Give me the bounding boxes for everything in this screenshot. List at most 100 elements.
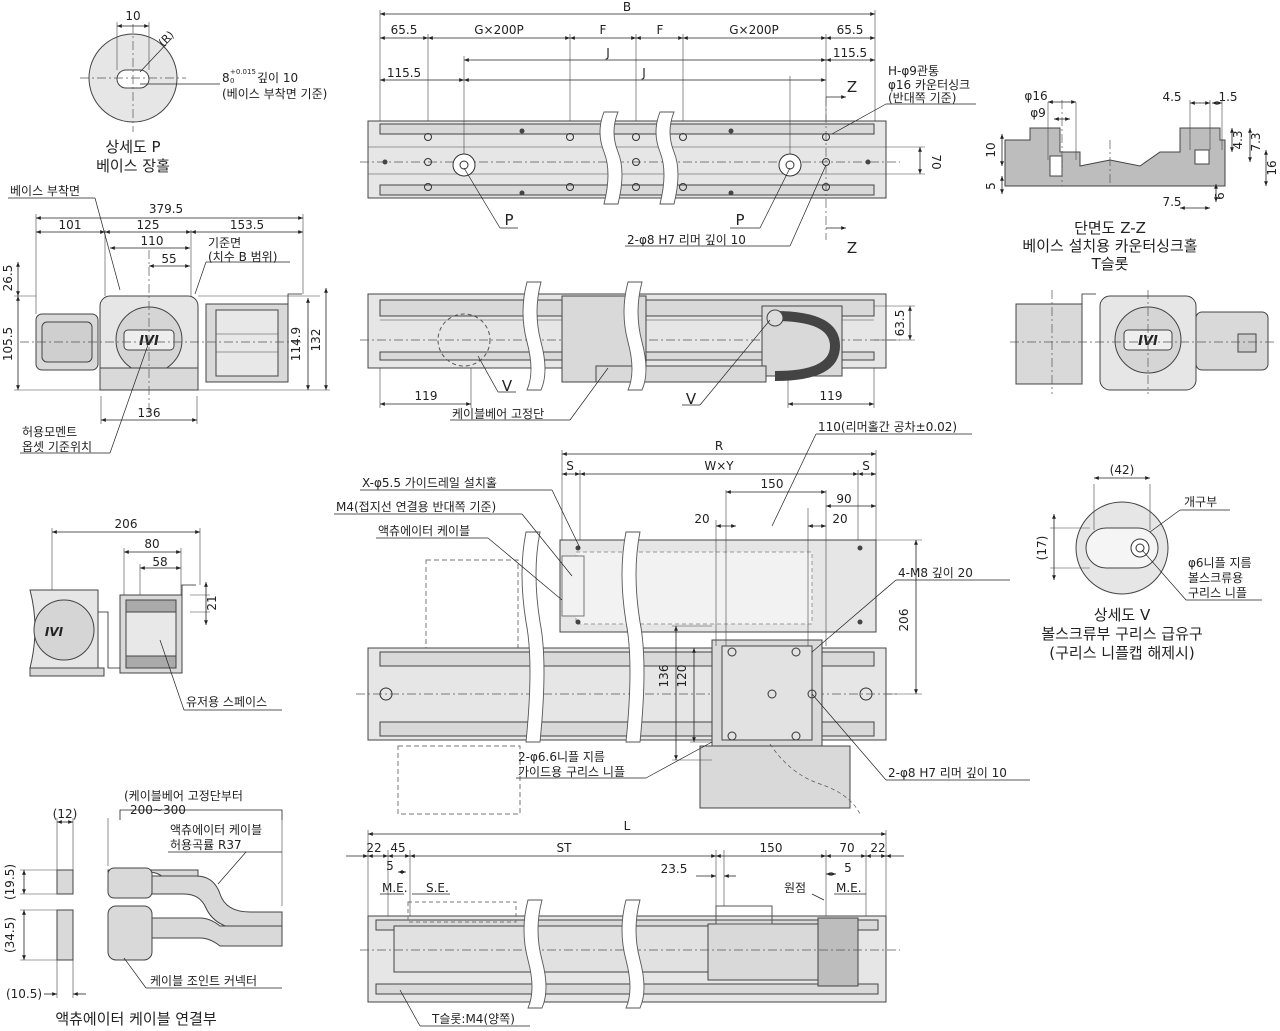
bottom-150: 150 <box>760 841 783 855</box>
front-ref-face-2: (치수 B 범위) <box>208 250 277 264</box>
bottom-me-left: M.E. <box>382 881 408 895</box>
mid-nipple-1: 2-φ6.6니플 지름 <box>518 750 605 764</box>
mid-plan-view: R S W×Y S 150 90 20 20 110(리머홀간 공차±0.02)… <box>334 420 1030 815</box>
side-w119-right: 119 <box>820 389 843 403</box>
top-dim-b: B <box>623 0 631 14</box>
cable-195: (19.5) <box>3 864 17 900</box>
cable-12: (12) <box>53 807 78 821</box>
top-dim-pitch-right: G×200P <box>729 23 779 37</box>
mid-206: 206 <box>897 609 911 632</box>
side-v-right: V <box>686 390 697 408</box>
top-dim-j-upper: J <box>605 46 610 60</box>
cable-from-fix-1: (케이블베어 고정단부터 <box>124 789 243 803</box>
detail-p-depth-prefix: 8 <box>222 71 230 85</box>
section-zz: φ16 φ9 4.5 1.5 10 5 4.3 7.3 16 6 7.5 단면도… <box>984 89 1279 273</box>
top-dim-edge-right: 115.5 <box>833 46 867 60</box>
front-w1535: 153.5 <box>230 218 264 232</box>
clear-21: 21 <box>205 595 219 610</box>
cable-345: (34.5) <box>3 917 17 953</box>
side-v-left: V <box>502 377 513 395</box>
mid-90: 90 <box>836 492 851 506</box>
cable-105: (10.5) <box>6 987 42 1001</box>
detail-p-title-2: 베이스 장홀 <box>96 157 170 175</box>
top-dim-pitch-left: G×200P <box>474 23 524 37</box>
zz-16: 16 <box>1265 160 1279 175</box>
front-w101: 101 <box>59 218 82 232</box>
bottom-origin: 원점 <box>784 881 806 895</box>
bottom-45: 45 <box>390 841 405 855</box>
cable-allow-2: 허용곡률 R37 <box>170 838 242 852</box>
v-42: (42) <box>1110 463 1135 477</box>
bottom-se: S.E. <box>426 881 449 895</box>
clear-80: 80 <box>144 537 159 551</box>
mid-wxy: W×Y <box>704 459 734 473</box>
front-w110: 110 <box>141 234 164 248</box>
hole-note-2: φ16 카운터싱크 <box>888 78 970 92</box>
top-dim-f1: F <box>600 23 607 37</box>
detail-p-ref-right: P <box>735 211 744 229</box>
zz-4-3: 4.3 <box>1231 130 1245 149</box>
side-h635: 63.5 <box>893 310 907 337</box>
front-moment-1: 허용모멘트 <box>22 425 77 439</box>
v-title-2: 볼스크류부 구리스 급유구 <box>1041 625 1202 643</box>
v-title-3: (구리스 니플캡 해제시) <box>1049 644 1194 662</box>
bottom-l: L <box>624 819 631 833</box>
front-w55: 55 <box>161 252 176 266</box>
clearance-logo: IVI <box>45 625 64 639</box>
mid-m4-note: M4(접지선 연결용 반대쪽 기준) <box>336 500 496 514</box>
detail-v: (42) (17) 개구부 φ6니플 지름 볼스크류용 구리스 니플 상세도 V… <box>1035 463 1262 662</box>
mid-r: R <box>715 439 723 453</box>
zz-title-3: T슬롯 <box>1091 255 1129 273</box>
mid-20-left: 20 <box>694 512 709 526</box>
zz-phi9: φ9 <box>1030 106 1046 120</box>
front-overall-width: 379.5 <box>149 202 183 216</box>
detail-p-depth: 깊이 10 <box>257 71 298 85</box>
cable-joint: 케이블 조인트 커넥터 <box>150 974 257 988</box>
detail-p-depth-note: (베이스 부착면 기준) <box>222 87 327 101</box>
bottom-tslot: T슬롯:M4(양쪽) <box>431 1012 515 1026</box>
clear-58: 58 <box>152 555 167 569</box>
mid-20-right: 20 <box>832 512 847 526</box>
mid-plan-holes <box>379 545 873 741</box>
bottom-5-right: 5 <box>844 861 852 875</box>
zz-title-2: 베이스 설치용 카운터싱크홀 <box>1022 237 1197 255</box>
mid-s-right: S <box>862 459 870 473</box>
front-h265: 26.5 <box>1 265 15 292</box>
mid-reamer-tol: 110(리머홀간 공차±0.02) <box>818 420 957 434</box>
cable-connection: (12) (19.5) (34.5) (10.5) (케이블베어 고정단부터 2… <box>3 789 283 1028</box>
zz-phi16: φ16 <box>1024 89 1047 103</box>
mid-actuator-cable: 액츄에이터 케이블 <box>378 524 470 538</box>
front-w136: 136 <box>138 406 161 420</box>
section-mark-top: Z <box>847 78 857 96</box>
detail-p-width: 10 <box>125 9 140 23</box>
mid-m8-note: 4-M8 깊이 20 <box>898 566 973 580</box>
top-dim-f2: F <box>657 23 664 37</box>
mid-150: 150 <box>761 477 784 491</box>
cable-title: 액츄에이터 케이블 연결부 <box>55 1010 217 1028</box>
zz-6: 6 <box>1213 192 1227 200</box>
cable-allow-1: 액츄에이터 케이블 <box>170 823 262 837</box>
top-dim-end-left: 65.5 <box>391 23 418 37</box>
zz-title-1: 단면도 Z-Z <box>1074 219 1146 237</box>
bottom-view: L 22 45 ST 150 70 22 5 M.E. S.E. 23.5 원점… <box>346 819 904 1027</box>
side-view: 63.5 119 119 V V 케이블베어 고정단 <box>360 281 915 421</box>
section-mark-bottom: Z <box>847 239 857 257</box>
top-dim-edge-left: 115.5 <box>387 66 421 80</box>
mid-120: 120 <box>675 665 689 688</box>
v-nipple-3: 구리스 니플 <box>1188 586 1247 600</box>
zz-1-5: 1.5 <box>1218 90 1237 104</box>
zz-4-5: 4.5 <box>1162 90 1181 104</box>
top-dim-j-lower: J <box>641 66 646 80</box>
front-base-face: 베이스 부착면 <box>10 184 80 198</box>
bottom-22-left: 22 <box>366 841 381 855</box>
right-end-view: IVI <box>1010 290 1275 394</box>
clearance-view: IVI 206 80 58 21 유저용 스페이스 <box>29 517 282 711</box>
mid-s-left: S <box>566 459 574 473</box>
detail-p-title-1: 상세도 P <box>105 138 160 156</box>
front-h1055: 105.5 <box>1 327 15 361</box>
front-ref-face-1: 기준면 <box>208 236 241 250</box>
zz-7-5: 7.5 <box>1162 195 1181 209</box>
top-view: B 65.5 G×200P F F G×200P 65.5 J 115.5 11… <box>360 0 976 257</box>
v-17: (17) <box>1035 536 1049 561</box>
cable-from-fix-2: 200~300 <box>130 803 186 817</box>
